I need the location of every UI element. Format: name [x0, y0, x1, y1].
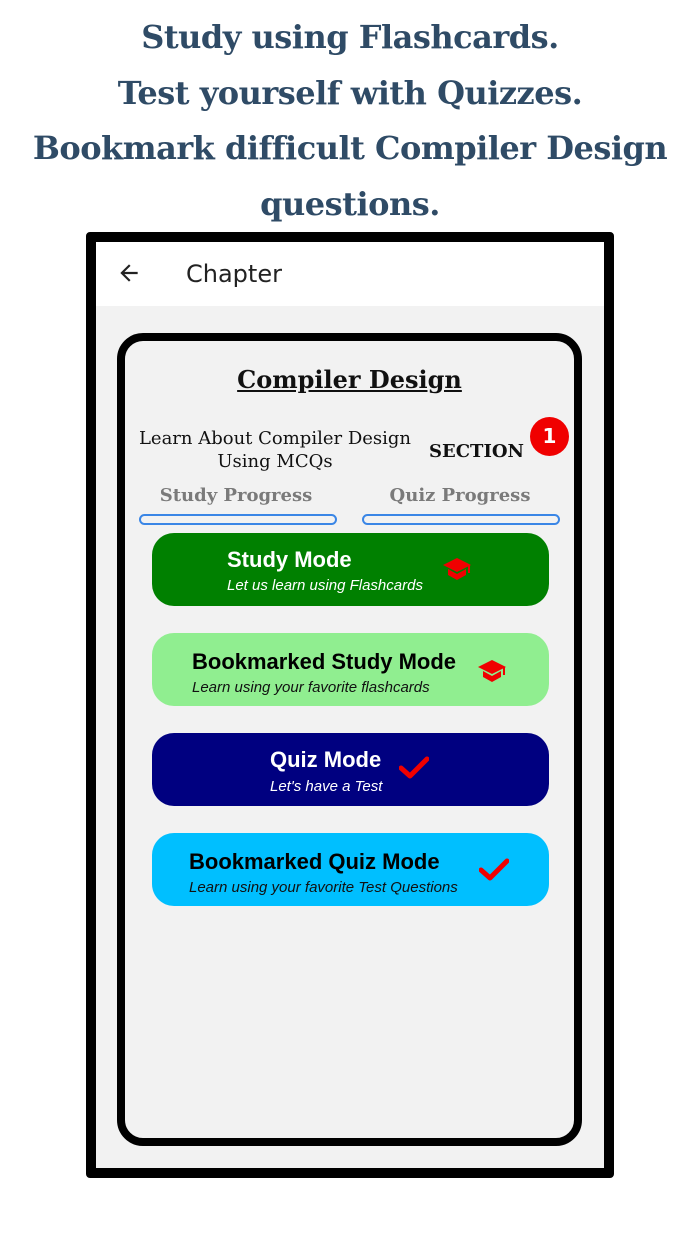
back-button[interactable]: [116, 260, 142, 286]
checkmark-icon: [479, 858, 509, 881]
promo-line: Test yourself with Quizzes.: [117, 73, 583, 112]
mode-subtitle: Learn using your favorite flashcards: [192, 679, 430, 696]
quiz-mode-button[interactable]: Quiz Mode Let's have a Test: [152, 733, 549, 806]
mode-subtitle: Let's have a Test: [270, 778, 383, 795]
mode-subtitle: Let us learn using Flashcards: [227, 577, 423, 594]
promo-headline: Study using Flashcards. Test yourself wi…: [0, 10, 700, 232]
description-line: Using MCQs: [217, 451, 333, 472]
app-bar: Chapter: [96, 242, 604, 306]
page-title: Chapter: [186, 260, 282, 288]
quiz-progress-label: Quiz Progress: [389, 485, 531, 506]
chapter-card: Compiler Design Learn About Compiler Des…: [117, 333, 582, 1146]
promo-line: Study using Flashcards.: [141, 18, 559, 56]
arrow-left-icon: [120, 264, 138, 282]
graduation-cap-icon: [443, 558, 471, 580]
study-progress-bar: [139, 514, 337, 525]
mode-title: Bookmarked Quiz Mode: [189, 849, 440, 874]
section-number-badge: 1: [530, 417, 569, 456]
bookmarked-study-mode-button[interactable]: Bookmarked Study Mode Learn using your f…: [152, 633, 549, 706]
promo-line: Bookmark difficult Compiler Design: [32, 129, 668, 167]
graduation-cap-icon: [478, 660, 506, 682]
mode-title: Quiz Mode: [270, 747, 382, 772]
chapter-description: Learn About Compiler Design Using MCQs: [135, 427, 415, 473]
study-mode-button[interactable]: Study Mode Let us learn using Flashcards: [152, 533, 549, 606]
quiz-progress-bar: [362, 514, 560, 525]
mode-title: Bookmarked Study Mode: [192, 649, 457, 674]
mode-title: Study Mode: [227, 547, 352, 572]
section-label: SECTION: [429, 441, 524, 462]
mode-subtitle: Learn using your favorite Test Questions: [189, 879, 458, 896]
study-progress-label: Study Progress: [159, 485, 313, 506]
phone-frame: Chapter Compiler Design Learn About Comp…: [86, 232, 614, 1178]
chapter-title: Compiler Design: [237, 365, 462, 394]
bookmarked-quiz-mode-button[interactable]: Bookmarked Quiz Mode Learn using your fa…: [152, 833, 549, 906]
promo-line: questions.: [260, 184, 440, 223]
checkmark-icon: [399, 756, 429, 779]
description-line: Learn About Compiler Design: [138, 428, 412, 449]
